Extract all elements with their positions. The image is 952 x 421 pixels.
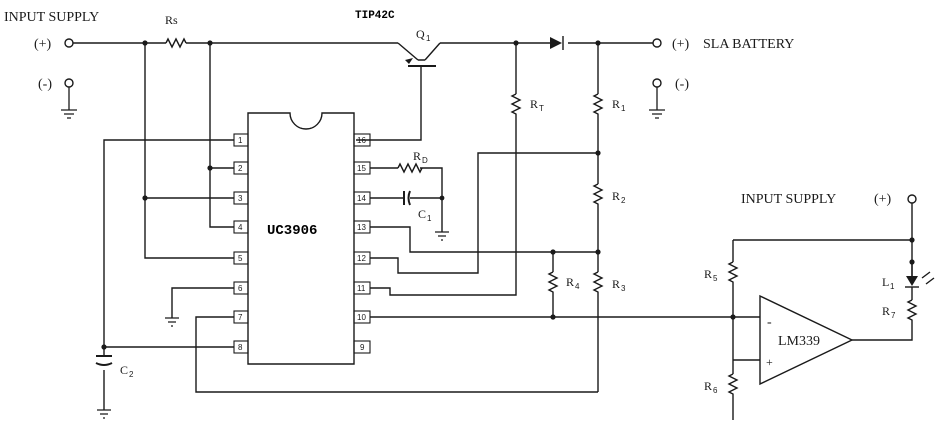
l1-label: L xyxy=(882,275,889,289)
junction xyxy=(595,249,601,255)
led-l1 xyxy=(905,262,935,300)
ground-symbol-rd-c1 xyxy=(435,231,449,241)
ground-symbol-battery xyxy=(649,87,665,119)
rt-label: R xyxy=(530,97,538,111)
r2-label: R xyxy=(612,189,620,203)
input-supply-label-left: INPUT SUPPLY xyxy=(4,10,99,25)
pin-14-label: 14 xyxy=(357,194,366,203)
rt-subscript: T xyxy=(539,104,544,113)
junction xyxy=(550,314,556,320)
q1-transistor xyxy=(356,42,441,141)
pin-16-label: 16 xyxy=(357,136,366,145)
lm339-comparator xyxy=(759,294,913,386)
pin-6-label: 6 xyxy=(238,284,243,293)
ground-symbol-pin6 xyxy=(165,317,179,327)
pin-9-label: 9 xyxy=(360,343,365,352)
r7-resistor xyxy=(906,299,918,322)
uc3906-chip xyxy=(247,112,355,365)
ic-left-pins xyxy=(233,133,249,354)
r2-subscript: 2 xyxy=(621,196,626,205)
pin-15-label: 15 xyxy=(357,164,366,173)
noninverting-input-sign: + xyxy=(766,355,773,369)
capacitor-c2 xyxy=(95,355,113,366)
junction xyxy=(142,195,148,201)
r3-subscript: 3 xyxy=(621,284,626,293)
r1-subscript: 1 xyxy=(621,104,626,113)
junction xyxy=(207,165,213,171)
input-plus-label: (+) xyxy=(34,37,52,52)
battery-minus-terminal xyxy=(652,78,662,88)
rd-subscript: D xyxy=(422,156,428,165)
ic-name-label: UC3906 xyxy=(267,223,317,239)
battery-plus-label: (+) xyxy=(672,37,690,52)
pin-1-label: 1 xyxy=(238,136,243,145)
r5-label: R xyxy=(704,267,712,281)
rs-resistor xyxy=(165,37,187,49)
r4-subscript: 4 xyxy=(575,282,580,291)
input-plus-terminal-right xyxy=(907,194,917,204)
battery-minus-label: (-) xyxy=(675,77,689,92)
input-plus-label-right: (+) xyxy=(874,192,892,207)
left-wiring xyxy=(103,43,598,410)
junction xyxy=(101,344,107,350)
r7-label: R xyxy=(882,304,890,318)
junction xyxy=(550,249,556,255)
capacitor-c1 xyxy=(370,190,442,206)
rs-label: Rs xyxy=(165,13,178,27)
rt-resistor xyxy=(510,43,522,120)
pin-8-label: 8 xyxy=(238,343,243,352)
battery-plus-terminal xyxy=(652,38,662,48)
right-ic-wiring xyxy=(370,120,760,318)
c1-subscript: 1 xyxy=(427,214,432,223)
diode-symbol xyxy=(550,36,564,50)
r5-subscript: 5 xyxy=(713,274,718,283)
junction xyxy=(595,150,601,156)
junction xyxy=(439,195,445,201)
ground-symbol-c2 xyxy=(97,409,111,419)
input-minus-terminal xyxy=(64,78,74,88)
r6-subscript: 6 xyxy=(713,386,718,395)
l1-subscript: 1 xyxy=(890,282,895,291)
ground-symbol-input xyxy=(61,87,77,119)
battery-name-label: SLA BATTERY xyxy=(703,37,794,52)
r3-label: R xyxy=(612,277,620,291)
input-supply-label-right: INPUT SUPPLY xyxy=(741,192,836,207)
rd-label: R xyxy=(413,149,421,163)
q1-subscript: 1 xyxy=(426,34,431,43)
pin-7-label: 7 xyxy=(238,313,243,322)
pin-3-label: 3 xyxy=(238,194,243,203)
r4-resistor xyxy=(547,252,559,317)
inverting-input-sign: - xyxy=(767,315,772,330)
r1-label: R xyxy=(612,97,620,111)
pin-12-label: 12 xyxy=(357,254,366,263)
input-plus-terminal xyxy=(64,38,74,48)
pin-4-label: 4 xyxy=(238,223,243,232)
pin-5-label: 5 xyxy=(238,254,243,263)
junction xyxy=(730,314,736,320)
top-rail xyxy=(73,37,653,49)
r7-subscript: 7 xyxy=(891,311,896,320)
rd-resistor xyxy=(370,162,443,232)
junction xyxy=(909,237,915,243)
r6-label: R xyxy=(704,379,712,393)
r4-label: R xyxy=(566,275,574,289)
c1-label: C xyxy=(418,207,426,221)
pin-2-label: 2 xyxy=(238,164,243,173)
pin-13-label: 13 xyxy=(357,223,366,232)
pin-10-label: 10 xyxy=(357,313,366,322)
divider-chain xyxy=(592,43,604,392)
c2-subscript: 2 xyxy=(129,370,134,379)
input-minus-label: (-) xyxy=(38,77,52,92)
comparator-label: LM339 xyxy=(778,334,820,349)
pin-11-label: 11 xyxy=(357,284,366,293)
transistor-part-label: TIP42C xyxy=(355,10,395,22)
c2-label: C xyxy=(120,363,128,377)
q1-label: Q xyxy=(416,27,425,41)
